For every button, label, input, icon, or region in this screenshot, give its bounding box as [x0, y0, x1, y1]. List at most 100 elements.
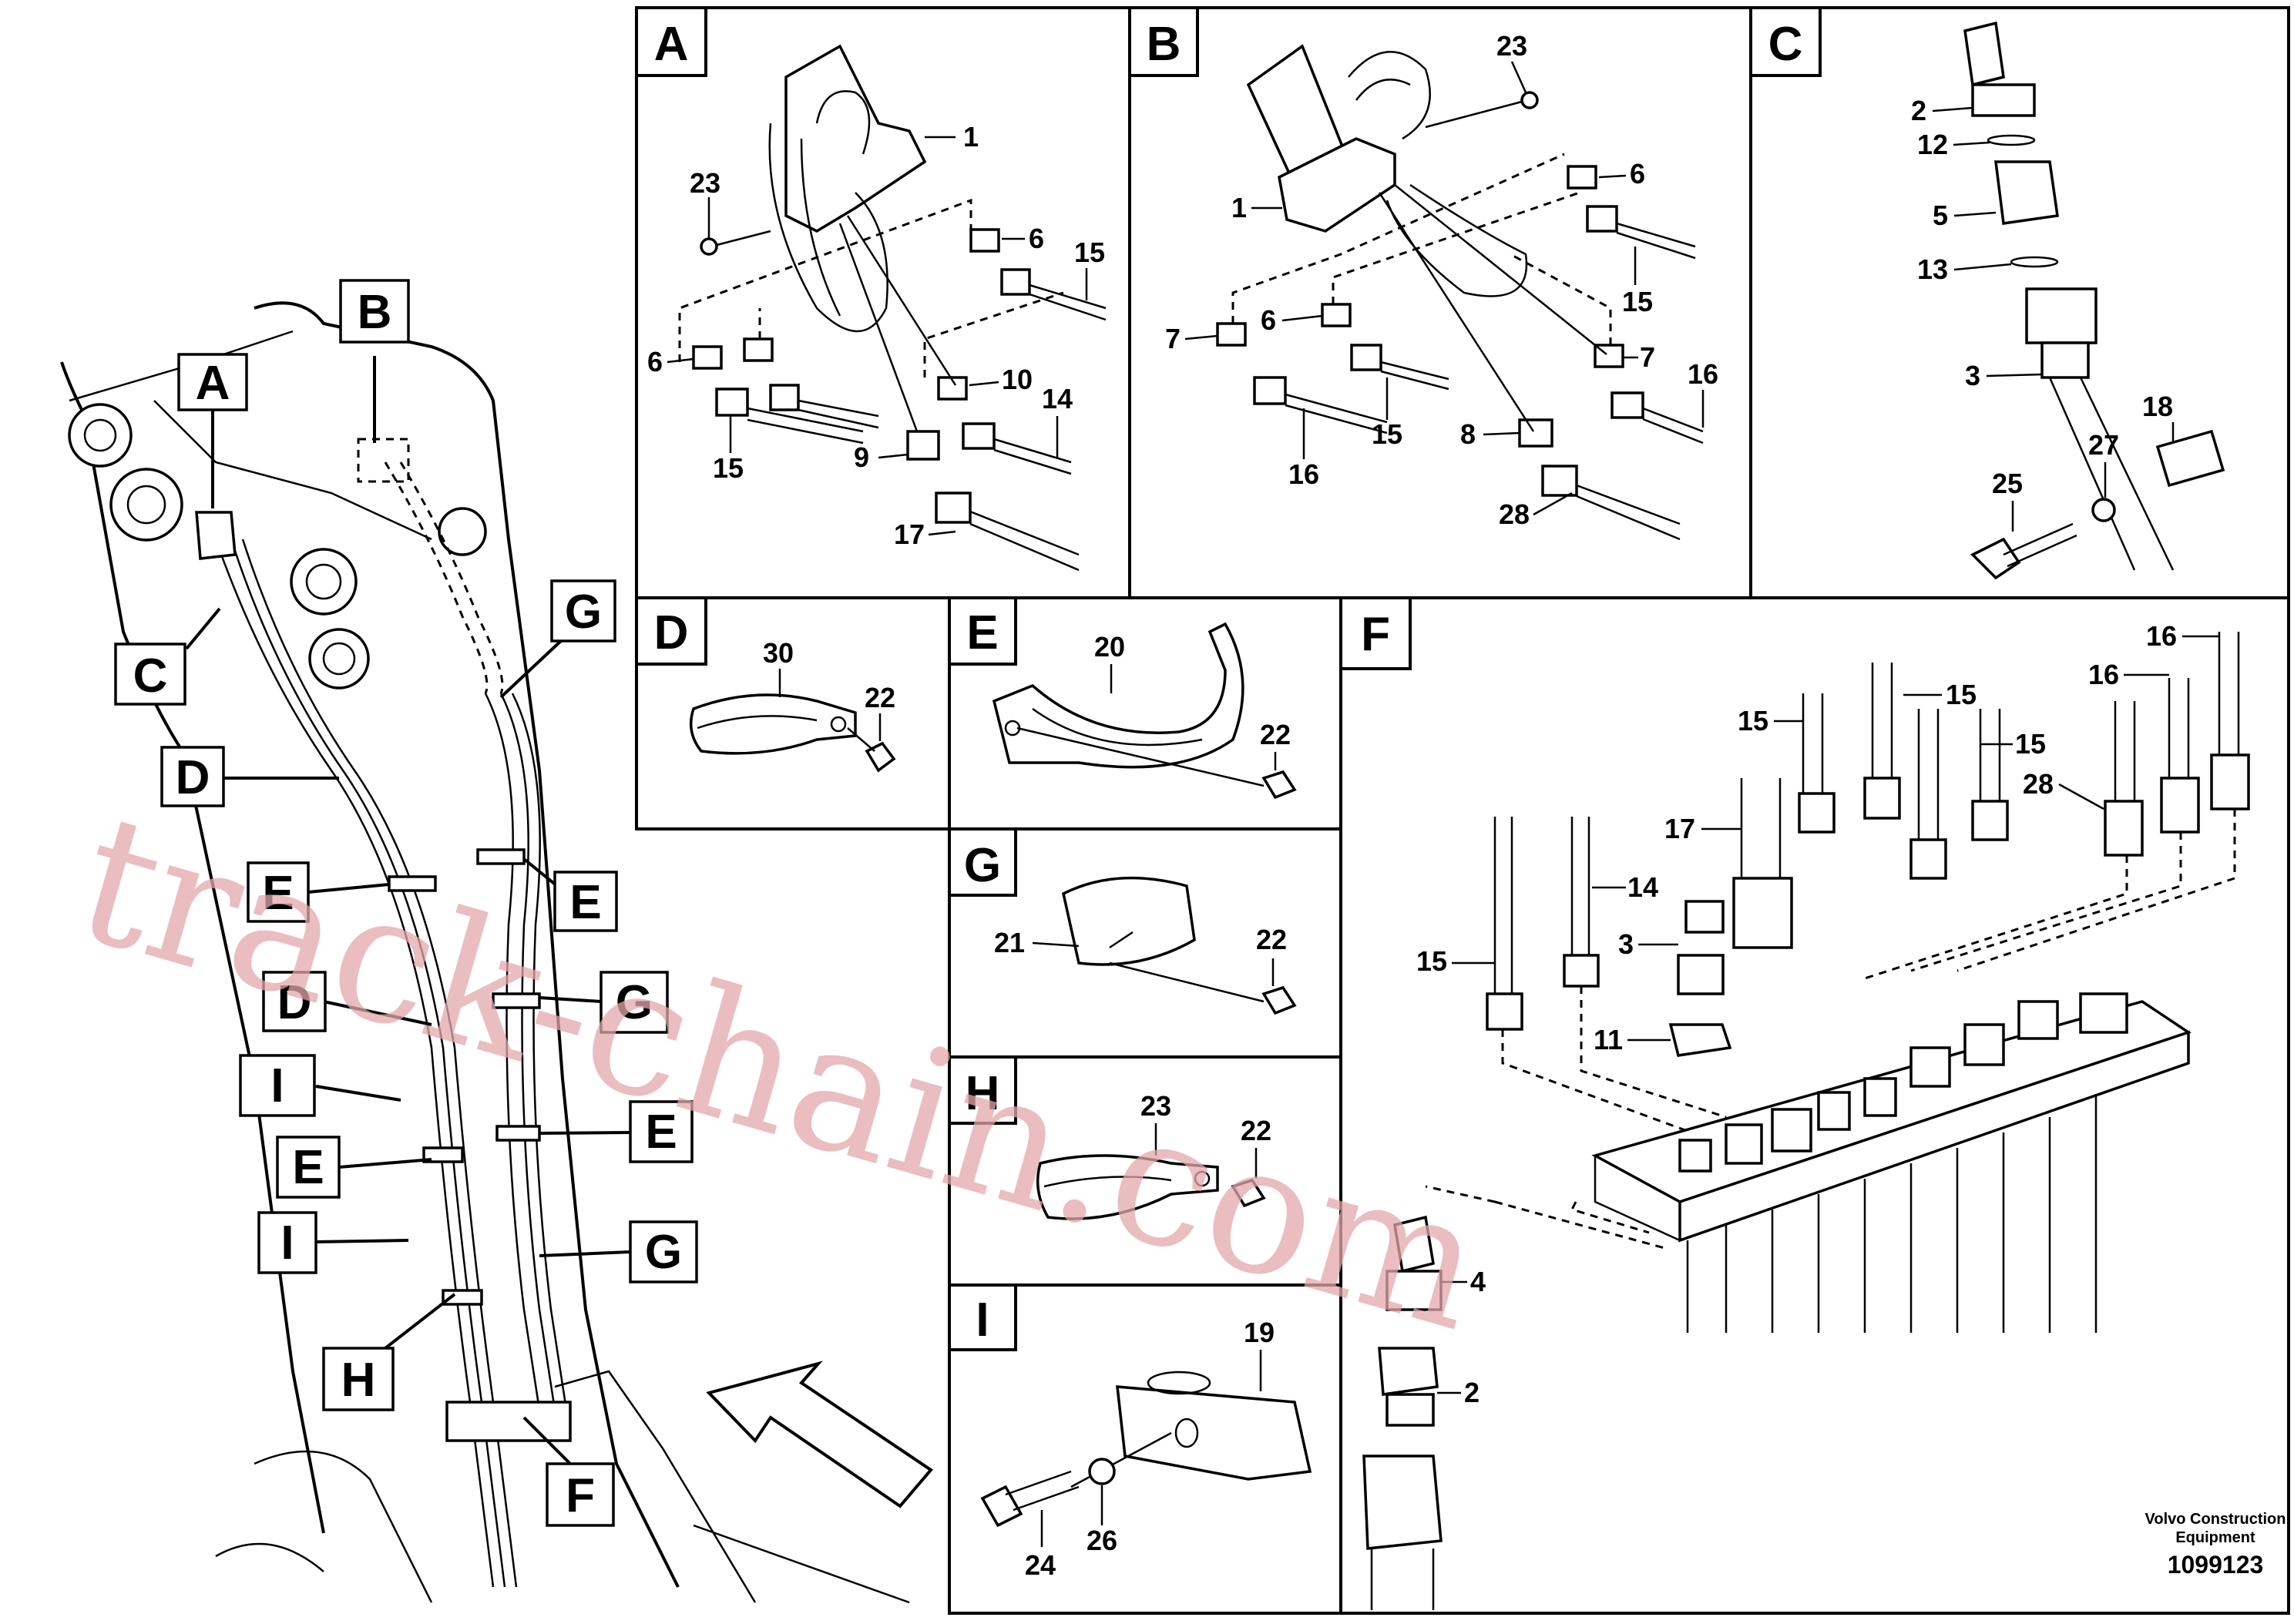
coupling-nipple [1963, 21, 2005, 87]
part-number-label: 1 [1231, 192, 1247, 223]
pivot-boss-1 [68, 403, 133, 468]
nut [1668, 1023, 1732, 1057]
callout-g[interactable]: G [550, 579, 616, 643]
part-number-label: 23 [1140, 1090, 1171, 1122]
part-number-label: 23 [690, 167, 720, 199]
callout-e[interactable]: E [553, 871, 618, 932]
callout-i[interactable]: I [239, 1054, 316, 1117]
manifold-f [445, 1401, 572, 1442]
location-b-marker [357, 438, 410, 483]
svg-text:I: I [280, 1216, 294, 1270]
adapter [1385, 1270, 1443, 1311]
part-number-label: 10 [1002, 364, 1033, 395]
boom-overview: A B C D E E D G [60, 279, 933, 1604]
hex-nut [1971, 83, 2036, 117]
part-number-label: 2 [1464, 1377, 1480, 1408]
u-clamp [992, 622, 1244, 769]
part-number-label: 16 [2146, 620, 2177, 652]
callout-e[interactable]: E [629, 1100, 694, 1163]
part-number-label: 15 [1074, 237, 1105, 268]
part-number-label: 11 [1594, 1024, 1623, 1055]
svg-text:E: E [645, 1106, 677, 1159]
part-number-label: 2 [1911, 95, 1926, 126]
panel-i: I 19 24 26 [948, 1283, 1342, 1615]
part-number-label: 15 [2015, 728, 2046, 760]
washer [1088, 1458, 1116, 1485]
panel-a: A 1 23 6 15 6 [635, 6, 1131, 599]
panel-b: B 23 1 6 15 7 6 7 [1128, 6, 1752, 599]
part-number-label: 7 [1640, 341, 1655, 373]
svg-text:B: B [358, 286, 392, 339]
callout-g[interactable]: G [629, 1220, 698, 1283]
callout-e[interactable]: E [276, 1136, 341, 1199]
part-number-label: 9 [854, 441, 869, 473]
spacer-block [1116, 1385, 1312, 1481]
part-number-label: 25 [1992, 468, 2023, 499]
panel-d-title: D [654, 606, 689, 659]
quick-coupler [1362, 1455, 1443, 1550]
part-number-label: 18 [2142, 391, 2173, 422]
callout-d[interactable]: D [160, 746, 225, 807]
callout-b[interactable]: B [339, 279, 410, 344]
panel-d: D 30 22 [635, 596, 951, 830]
callout-e[interactable]: E [247, 861, 310, 923]
bolt-head [1970, 537, 2021, 580]
svg-text:E: E [262, 867, 294, 920]
p-clamp [1036, 1154, 1219, 1220]
part-number-label: 22 [865, 682, 895, 713]
callout-a[interactable]: A [177, 353, 248, 411]
svg-text:E: E [569, 876, 601, 929]
panel-a-title: A [654, 18, 689, 71]
part-number-label: 16 [2088, 659, 2119, 690]
hose-fitting [2025, 287, 2098, 344]
part-number-label: 28 [1499, 498, 1530, 530]
callout-d[interactable]: D [262, 971, 327, 1032]
part-number-label: 22 [1241, 1115, 1271, 1146]
part-number-label: 22 [1260, 719, 1291, 750]
part-number-label: 7 [1165, 323, 1181, 354]
part-number-label: 15 [1738, 705, 1768, 737]
adapter [1994, 160, 2059, 225]
part-number-label: 21 [994, 927, 1025, 958]
clamp-mark [476, 848, 526, 865]
part-number-label: 16 [1288, 458, 1319, 490]
part-number-label: 15 [1622, 286, 1653, 317]
callout-c[interactable]: C [114, 643, 186, 706]
spacer-block [2155, 429, 2225, 488]
svg-text:C: C [133, 649, 168, 703]
company-line-2: Equipment [2175, 1529, 2255, 1546]
part-number-label: 15 [1416, 945, 1447, 977]
panel-f: F [1339, 596, 2290, 1615]
callout-h[interactable]: H [322, 1347, 395, 1411]
callout-f[interactable]: F [546, 1462, 615, 1527]
clamp-mark [388, 875, 437, 892]
part-number-label: 1 [963, 121, 979, 153]
part-number-label: 12 [1917, 129, 1948, 160]
drawing-number: 1099123 [2168, 1551, 2264, 1579]
screw [1261, 985, 1297, 1015]
callout-g[interactable]: G [600, 971, 669, 1034]
p-clamp [689, 693, 857, 755]
part-number-label: 3 [1965, 360, 1980, 391]
clamp-mark [492, 992, 541, 1009]
panel-b-title: B [1147, 18, 1181, 71]
svg-text:G: G [645, 1226, 682, 1279]
part-number-label: 6 [1029, 223, 1044, 254]
washer [2091, 498, 2116, 522]
part-number-label: 28 [2023, 768, 2054, 800]
part-number-label: 13 [1917, 253, 1948, 285]
callout-i[interactable]: I [257, 1211, 317, 1274]
part-number-label: 16 [1688, 358, 1718, 390]
part-number-label: 3 [1618, 928, 1634, 960]
coupling-a [195, 511, 237, 560]
large-fitting [1732, 877, 1793, 949]
panel-f-title: F [1361, 608, 1390, 661]
part-number-label: 17 [894, 518, 925, 550]
company-line-1: Volvo Construction [2145, 1511, 2286, 1528]
nipple [1393, 1215, 1435, 1273]
part-number-label: 6 [647, 346, 663, 377]
svg-text:A: A [196, 357, 230, 410]
pivot-boss-2 [109, 468, 183, 542]
